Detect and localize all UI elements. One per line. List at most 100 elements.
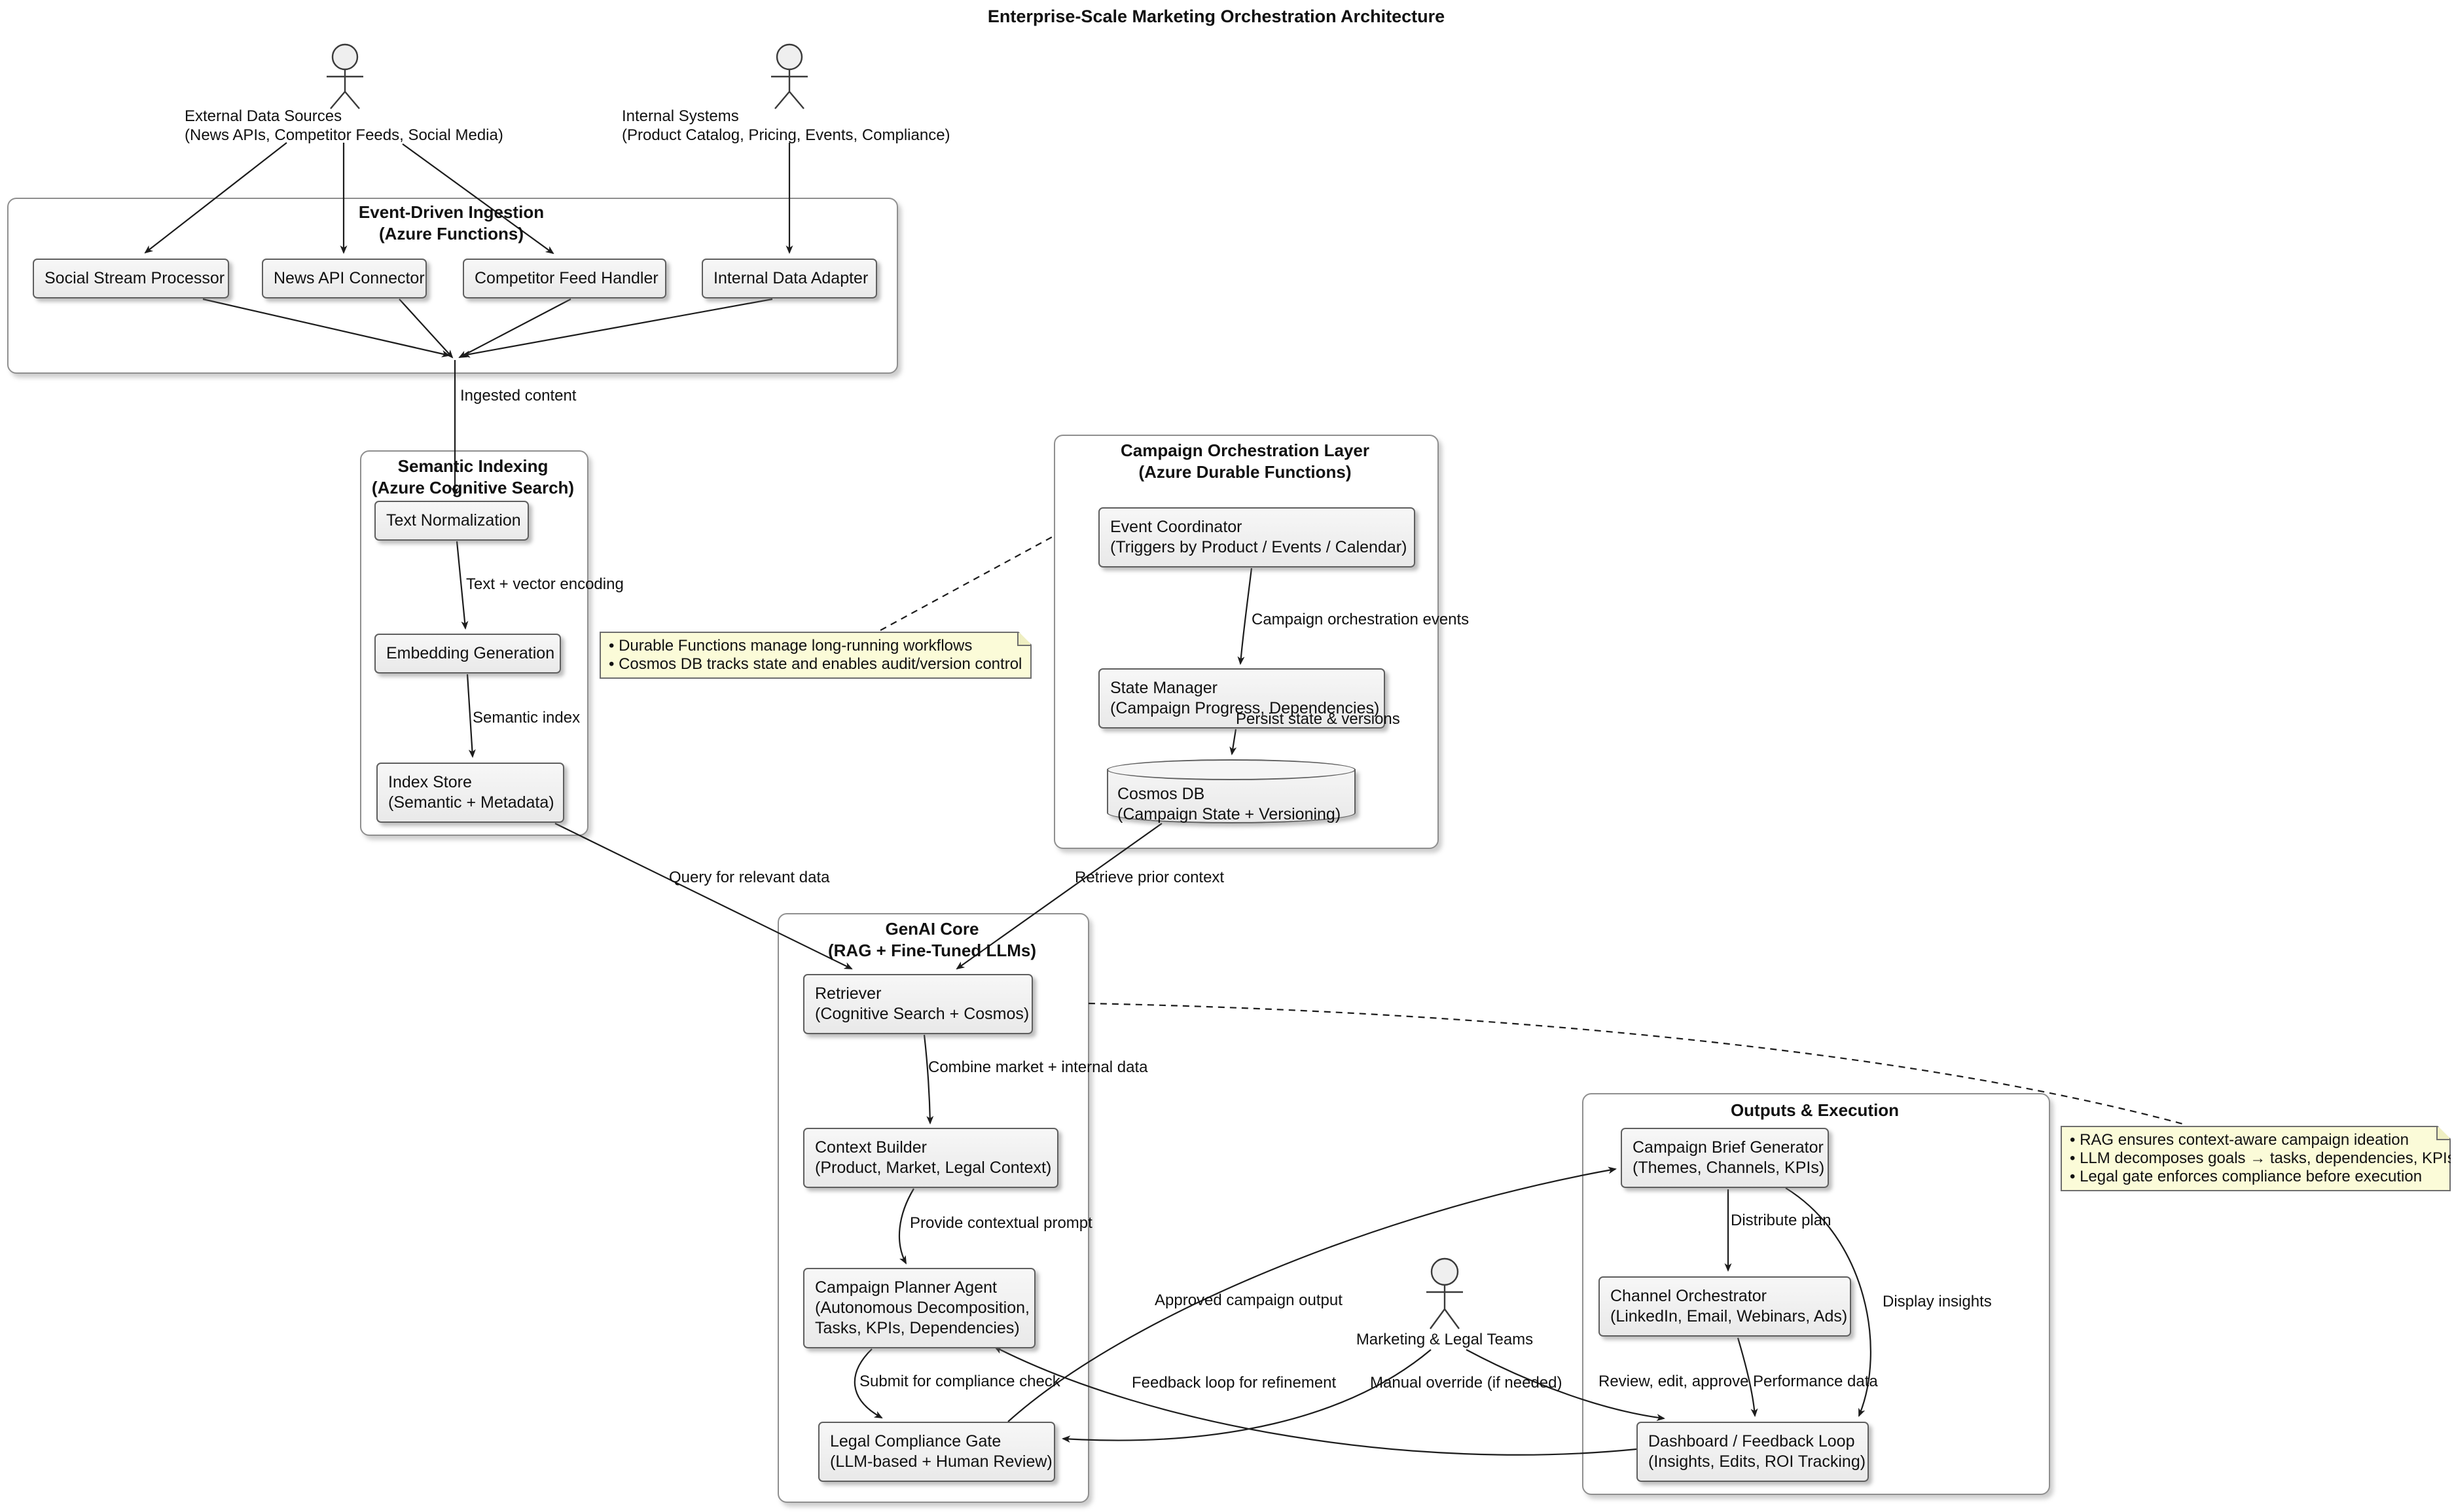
node-line: (Campaign Progress, Dependencies) [1110,699,1380,717]
node-line: (LinkedIn, Email, Webinars, Ads) [1610,1307,1848,1325]
edge-performance-data [1737,1337,1758,1417]
node-line: (LLM-based + Human Review) [830,1452,1053,1471]
edge-news-converge [399,298,454,359]
node-cosmos-db: Cosmos DB (Campaign State + Versioning) [1107,759,1356,823]
internal-systems-actor-label: Internal Systems (Product Catalog, Prici… [622,107,950,145]
node-line: Campaign Planner Agent [815,1278,997,1297]
node-line: Campaign Brief Generator [1633,1138,1824,1157]
edge-label-ingested-content: Ingested content [460,387,577,405]
node-text-normalization: Text Normalization [374,501,529,541]
group-title-ingestion: Event-Driven Ingestion (Azure Functions) [7,202,895,245]
edge-label-approved-output: Approved campaign output [1155,1291,1343,1309]
edge-label-performance-data: Performance data [1753,1373,1878,1390]
group-title-line: Campaign Orchestration Layer [1121,441,1369,460]
edge-label-provide-prompt: Provide contextual prompt [910,1214,1092,1232]
node-line: Index Store [388,773,472,791]
group-title-line: Semantic Indexing [397,456,549,476]
edge-social-converge [202,298,450,357]
group-title-line: (Azure Durable Functions) [1138,462,1352,482]
actor-label-line: (News APIs, Competitor Feeds, Social Med… [185,126,503,144]
edge-label-manual-override: Manual override (if needed) [1370,1374,1562,1392]
edge-label-review-approve: Review, edit, approve [1598,1373,1749,1390]
edge-orchestration-events [1237,567,1253,665]
node-context-builder: Context Builder (Product, Market, Legal … [803,1128,1058,1188]
node-line: Retriever [815,984,882,1003]
edge-feedback-loop [994,1346,1637,1456]
edge-query-relevant [554,823,853,969]
edge-combine-data [923,1034,934,1125]
node-line: Dashboard / Feedback Loop [1648,1432,1855,1450]
node-embedding-generation: Embedding Generation [374,634,561,674]
edge-adapter-converge [461,298,773,358]
node-state-manager: State Manager (Campaign Progress, Depend… [1098,668,1385,729]
node-line: (Campaign State + Versioning) [1117,805,1341,823]
group-title-orchestration: Campaign Orchestration Layer (Azure Dura… [1054,440,1436,483]
marketing-legal-actor-label: Marketing & Legal Teams [1356,1331,1534,1348]
node-line: Event Coordinator [1110,518,1242,536]
node-index-store: Index Store (Semantic + Metadata) [376,763,564,823]
group-title-genai: GenAI Core (RAG + Fine-Tuned LLMs) [778,918,1087,962]
edge-label-distribute-plan: Distribute plan [1731,1212,1831,1229]
edge-label-orchestration-events: Campaign orchestration events [1252,611,1470,628]
edge-retrieve-prior [956,823,1163,970]
edge-review-approve [1466,1349,1665,1422]
cosmos-db-cylinder-top [1107,759,1356,780]
group-title-line: (RAG + Fine-Tuned LLMs) [828,941,1036,960]
group-title-line: GenAI Core [885,919,979,939]
node-channel-orchestrator: Channel Orchestrator (LinkedIn, Email, W… [1598,1276,1851,1337]
group-title-line: (Azure Cognitive Search) [371,478,575,497]
external-sources-actor-label: External Data Sources (News APIs, Compet… [185,107,503,145]
edge-label-combine-data: Combine market + internal data [928,1058,1148,1076]
note-durable-functions: • Durable Functions manage long-running … [600,632,1032,679]
note-line: • LLM decomposes goals → tasks, dependen… [2070,1149,2454,1167]
edge-competitor-converge [458,298,571,358]
node-campaign-brief-generator: Campaign Brief Generator (Themes, Channe… [1621,1128,1829,1188]
node-social-stream-processor: Social Stream Processor [33,259,229,298]
node-dashboard-feedback-loop: Dashboard / Feedback Loop (Insights, Edi… [1636,1422,1869,1482]
node-retriever: Retriever (Cognitive Search + Cosmos) [803,974,1033,1034]
edge-label-feedback-loop: Feedback loop for refinement [1132,1374,1337,1392]
edge-label-display-insights: Display insights [1883,1293,1992,1310]
note-rag-compliance: • RAG ensures context-aware campaign ide… [2061,1126,2451,1191]
node-line: (Semantic + Metadata) [388,793,554,812]
cosmos-db-label: Cosmos DB (Campaign State + Versioning) [1117,784,1341,825]
edge-display-insights [1785,1187,1871,1417]
node-line: (Cognitive Search + Cosmos) [815,1005,1030,1023]
group-title-outputs: Outputs & Execution [1730,1100,1900,1120]
edge-external-to-competitor [402,143,554,255]
edge-label-query-relevant: Query for relevant data [669,869,830,886]
node-line: Tasks, KPIs, Dependencies) [815,1319,1020,1337]
node-line: State Manager [1110,679,1218,697]
note-line: • Cosmos DB tracks state and enables aud… [609,655,1022,673]
edge-label-semantic-index: Semantic index [473,709,581,727]
node-line: Legal Compliance Gate [830,1432,1001,1450]
node-line: (Themes, Channels, KPIs) [1633,1159,1825,1177]
edge-manual-override [1062,1349,1432,1443]
group-title-semantic: Semantic Indexing (Azure Cognitive Searc… [360,456,586,499]
node-line: (Insights, Edits, ROI Tracking) [1648,1452,1866,1471]
edge-label-persist-state: Persist state & versions [1236,710,1400,728]
node-line: Cosmos DB [1117,785,1205,803]
node-line: Context Builder [815,1138,927,1157]
actor-label-line: External Data Sources [185,107,342,125]
node-line: (Autonomous Decomposition, [815,1299,1030,1317]
note-line: • RAG ensures context-aware campaign ide… [2070,1131,2409,1149]
marketing-legal-actor-icon [1426,1257,1463,1329]
edge-provide-prompt [898,1188,914,1265]
node-legal-compliance-gate: Legal Compliance Gate (LLM-based + Human… [818,1422,1055,1482]
node-news-api-connector: News API Connector [262,259,427,298]
edge-label-retrieve-prior: Retrieve prior context [1075,869,1225,886]
internal-systems-actor-icon [771,43,808,109]
node-internal-data-adapter: Internal Data Adapter [702,259,877,298]
edge-label-submit-compliance: Submit for compliance check [859,1373,1060,1390]
edge-label-text-vector: Text + vector encoding [466,575,624,593]
edge-note-durable-link [880,536,1053,631]
edge-submit-compliance [854,1348,883,1418]
diagram-title: Enterprise-Scale Marketing Orchestration… [987,7,1445,26]
note-line: • Durable Functions manage long-running … [609,637,973,655]
group-title-line: Event-Driven Ingestion [358,202,545,222]
note-line: • Legal gate enforces compliance before … [2070,1168,2423,1185]
edge-text-vector [456,541,469,630]
edge-external-to-social [144,142,287,254]
